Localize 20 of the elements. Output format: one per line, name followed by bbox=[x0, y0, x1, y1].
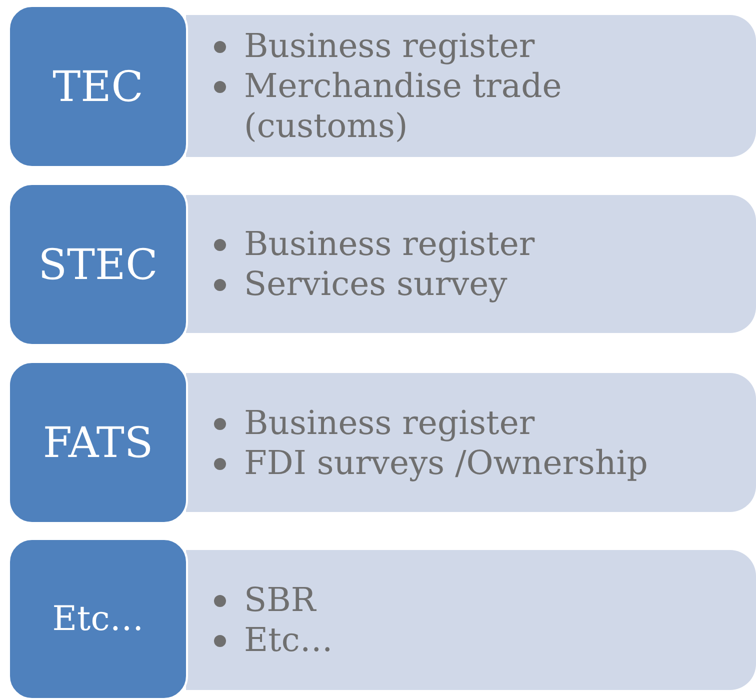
category-box bbox=[8, 5, 188, 168]
source-band bbox=[186, 15, 756, 157]
bullet-item: Business register bbox=[244, 224, 535, 264]
bullet-item: SBR bbox=[244, 580, 316, 620]
source-band bbox=[186, 195, 756, 333]
category-box bbox=[8, 361, 188, 524]
category-label: Etc… bbox=[52, 599, 144, 639]
category-box bbox=[8, 183, 188, 346]
bullet-item: Etc… bbox=[244, 620, 333, 660]
bullet-item: FDI surveys /Ownership bbox=[244, 442, 648, 482]
category-box bbox=[8, 538, 188, 700]
category-label: FATS bbox=[42, 418, 154, 467]
source-band bbox=[186, 550, 756, 690]
bullet-item: Business register bbox=[244, 402, 535, 442]
category-label: TEC bbox=[52, 62, 144, 111]
category-label: STEC bbox=[38, 240, 158, 289]
bullet-item: Business register bbox=[244, 26, 535, 66]
source-band bbox=[186, 373, 756, 512]
bullet-item: Services survey bbox=[244, 264, 508, 304]
bullet-item: Merchandise trade (customs) bbox=[244, 66, 563, 146]
